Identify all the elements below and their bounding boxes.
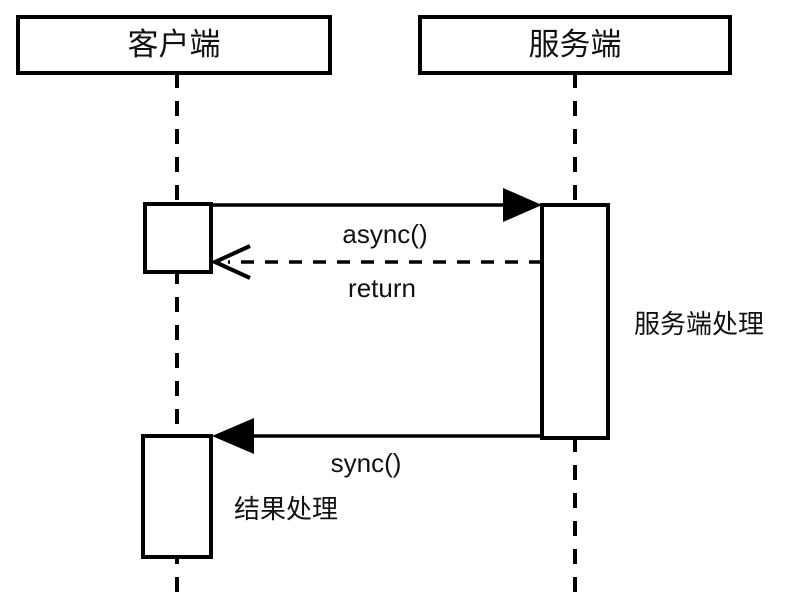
activation-client-1[interactable]: [143, 202, 213, 274]
note-server-processing: 服务端处理: [634, 309, 764, 339]
message-async[interactable]: async(): [211, 188, 542, 249]
message-async-label: async(): [342, 219, 427, 249]
message-async-arrowhead: [503, 188, 542, 222]
participant-client-box: [16, 15, 332, 75]
message-sync-label: sync(): [331, 448, 402, 478]
message-sync-arrowhead: [212, 418, 254, 454]
participant-server-label: 服务端: [529, 27, 622, 62]
message-return-label: return: [348, 273, 416, 303]
activation-server[interactable]: [540, 203, 610, 440]
message-sync[interactable]: sync(): [212, 418, 542, 478]
message-return[interactable]: return: [210, 244, 542, 303]
note-result-processing: 结果处理: [234, 494, 338, 524]
participant-server-box: [418, 15, 732, 75]
participant-client[interactable]: 客户端: [16, 15, 332, 75]
participant-server[interactable]: 服务端: [418, 15, 732, 75]
activation-client-2[interactable]: [141, 434, 213, 559]
participant-client-label: 客户端: [128, 27, 221, 62]
message-return-arrowhead: [210, 244, 251, 280]
